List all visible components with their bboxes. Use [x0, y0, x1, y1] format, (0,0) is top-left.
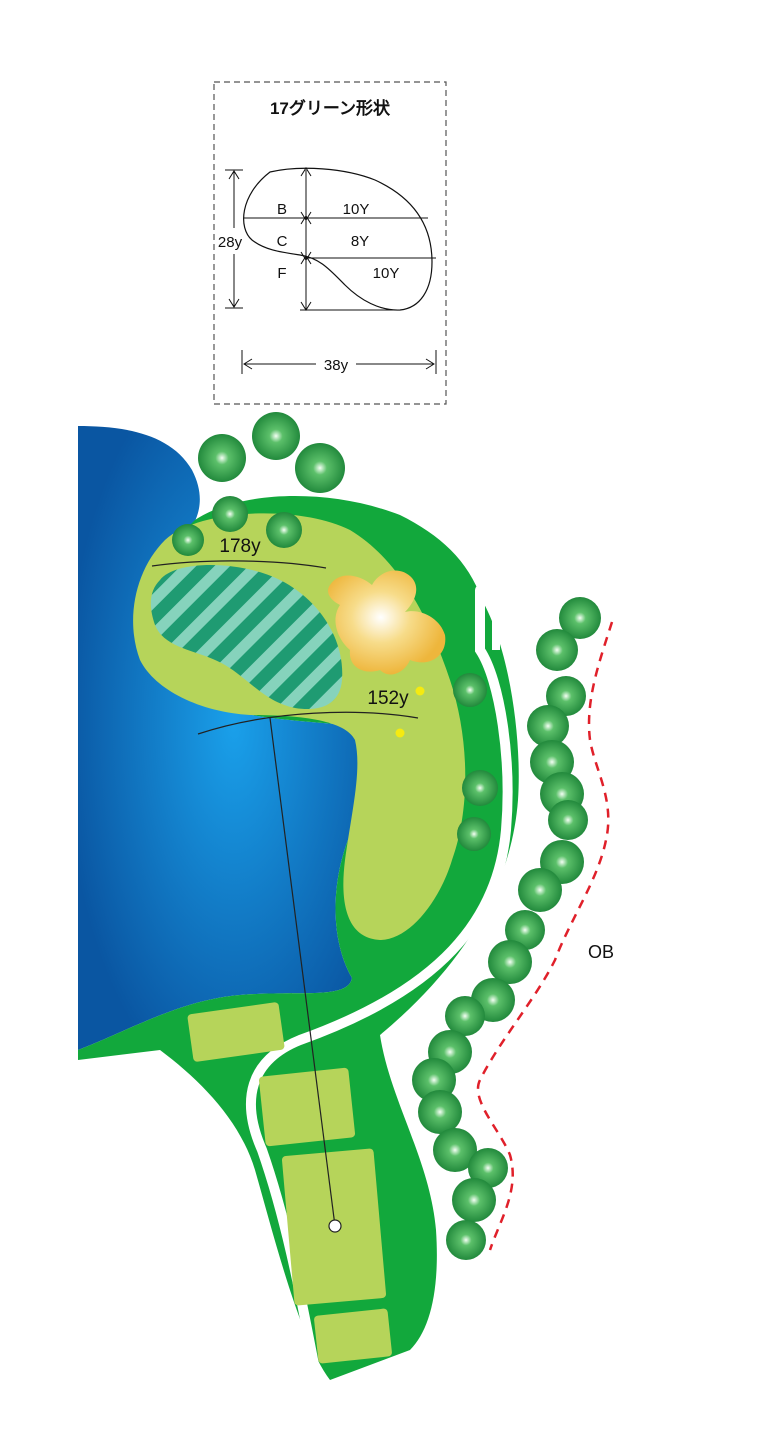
ob-line [476, 621, 614, 1251]
width-total-arrow [243, 358, 435, 370]
tree [252, 412, 300, 460]
tree [488, 940, 532, 984]
distance-label-152: 152y [367, 688, 409, 709]
tree [172, 524, 204, 556]
zone-depth-f: 10Y [373, 265, 400, 282]
zone-letter-f: F [277, 265, 286, 282]
depth-total-label: 28y [218, 234, 243, 251]
tree [518, 868, 562, 912]
green-outline [243, 167, 433, 311]
tree [548, 800, 588, 840]
bunker [328, 570, 446, 675]
tree [452, 1178, 496, 1222]
green-diagram: 17グリーン形状 28y B 10Y C 8Y F 10Y 38y [213, 81, 447, 405]
distance-arc-152 [197, 711, 419, 735]
yellow-marker [415, 686, 425, 696]
zone-depth-b: 10Y [343, 201, 370, 218]
diagram-border [213, 81, 447, 405]
tree [462, 770, 498, 806]
tree [527, 705, 569, 747]
tree [457, 817, 491, 851]
tree [536, 629, 578, 671]
tree [546, 676, 586, 716]
green-diagram-title: 17グリーン形状 [270, 98, 391, 118]
depth-total-arrow [228, 170, 240, 308]
tree [212, 496, 248, 532]
striped-hazard [150, 565, 343, 710]
tee-marker [328, 1219, 342, 1233]
cart-path [246, 585, 513, 1390]
tree [446, 1220, 486, 1260]
distance-label-178: 178y [219, 536, 261, 557]
tree [453, 673, 487, 707]
tree [295, 443, 345, 493]
ob-label: OB [588, 942, 614, 962]
tree [559, 597, 601, 639]
zone-letter-c: C [277, 233, 288, 250]
zone-depth-c: 8Y [351, 233, 369, 250]
tee-box-2 [258, 1067, 356, 1147]
tree [198, 434, 246, 482]
zone-letter-b: B [277, 201, 287, 218]
tree [266, 512, 302, 548]
tree [418, 1090, 462, 1134]
shot-line [269, 717, 336, 1227]
distance-arc-178 [151, 560, 327, 569]
depth-arrowheads [300, 167, 312, 311]
water-hazard [78, 426, 362, 1050]
tree [505, 910, 545, 950]
tee-box-1 [187, 1002, 285, 1062]
trees [172, 412, 601, 1260]
width-total-label: 38y [324, 357, 349, 374]
tree [468, 1148, 508, 1188]
yellow-marker [395, 728, 405, 738]
tree [445, 996, 485, 1036]
tee-box-4 [314, 1308, 392, 1364]
tree [433, 1128, 477, 1172]
